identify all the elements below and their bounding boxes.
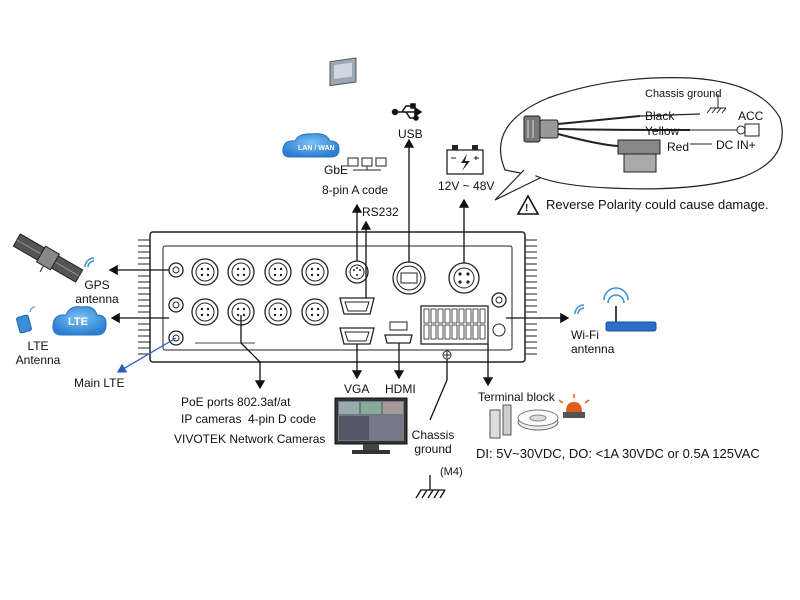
ground-screw	[442, 350, 452, 360]
power-port	[448, 262, 480, 294]
hdmi-port	[384, 321, 413, 344]
lte-phone-icon	[16, 306, 36, 334]
poe-port	[301, 258, 329, 286]
poe-port	[264, 258, 292, 286]
warning-icon-mark: !	[525, 203, 529, 214]
acc-label: ACC	[738, 109, 764, 123]
four-pin-label: 4-pin D code	[248, 412, 317, 426]
chassis-ground-symbol	[415, 475, 446, 499]
smoke-detector-icon	[517, 409, 559, 431]
poe-port	[191, 298, 219, 326]
poe-port	[191, 258, 219, 286]
chassis-ground-top-label: Chassis ground	[645, 88, 722, 100]
black-wire-label: Black	[645, 109, 675, 123]
eight-pin-label: 8-pin A code	[322, 183, 389, 197]
poe-port	[264, 298, 292, 326]
lte-cloud-label: LTE	[68, 316, 88, 328]
gps-connector	[168, 262, 184, 278]
wifi-router-icon	[603, 287, 657, 332]
main-lte-label: Main LTE	[74, 376, 125, 390]
wifi-connector	[491, 292, 507, 337]
power-range-label: 12V ~ 48V	[438, 179, 495, 193]
poe-port	[227, 298, 255, 326]
gps-signal-icon	[84, 257, 95, 268]
cloud-icon	[282, 133, 340, 158]
power-connector-drawing	[523, 94, 760, 173]
poe-ports	[191, 258, 329, 326]
dc-in-label: DC IN+	[716, 138, 756, 152]
usb-icon	[391, 103, 423, 121]
usb-label: USB	[398, 127, 423, 141]
vga-port	[339, 327, 375, 345]
vivotek-label: VIVOTEK Network Cameras	[174, 432, 326, 446]
wifi-signal-icon	[574, 304, 585, 315]
alarm-light-icon	[558, 394, 590, 418]
ip-cameras-label: IP cameras	[181, 412, 242, 426]
lan-wan-label: LAN / WAN	[298, 145, 335, 152]
main-lte-link	[116, 337, 177, 373]
red-wire-label: Red	[667, 140, 690, 154]
usb-port	[392, 261, 426, 295]
terminal-block-label: Terminal block	[478, 390, 555, 404]
power-cable-callout	[494, 77, 783, 201]
connection-lines	[108, 138, 570, 421]
cloud-icon	[52, 306, 107, 336]
monitor-icon	[334, 397, 408, 454]
rs232-label: RS232	[362, 205, 399, 219]
hdmi-label: HDMI	[385, 382, 416, 396]
door-sensor-icon	[489, 404, 512, 439]
battery-icon	[446, 145, 484, 175]
satellite-icon	[12, 233, 84, 283]
m4-label: (M4)	[440, 466, 463, 478]
gbe-label: GbE	[324, 163, 349, 177]
yellow-wire-label: Yellow	[645, 124, 680, 138]
warning-text: Reverse Polarity could cause damage.	[546, 197, 769, 212]
poe-port	[301, 298, 329, 326]
terminal-block	[420, 305, 489, 345]
poe-port	[227, 258, 255, 286]
warning-icon	[516, 194, 540, 215]
poe-ports-label: PoE ports 802.3af/at	[181, 395, 291, 409]
di-do-spec-label: DI: 5V~30VDC, DO: <1A 30VDC or 0.5A 125V…	[476, 446, 760, 461]
network-computers-icon	[329, 57, 387, 171]
gbe-port	[345, 260, 369, 284]
lte-aux-connector	[168, 297, 184, 313]
rs232-port	[339, 297, 375, 315]
vga-label: VGA	[344, 382, 370, 396]
